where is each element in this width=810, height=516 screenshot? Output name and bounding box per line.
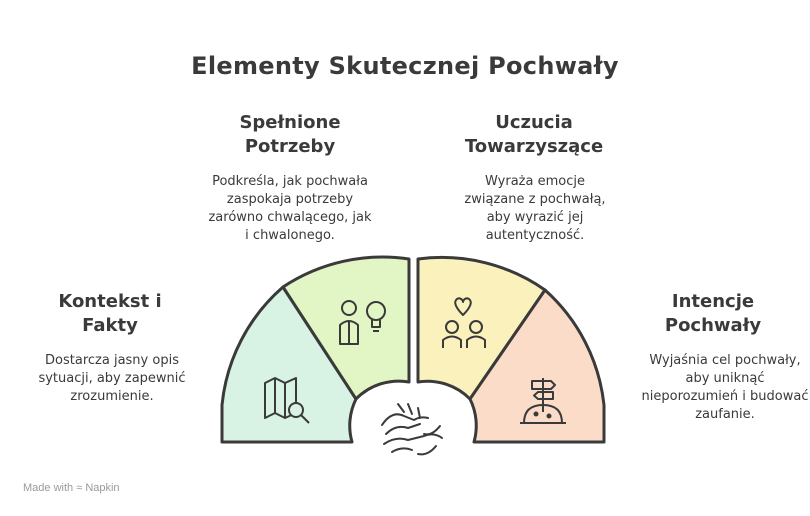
footer-made-with: Made with — [23, 482, 74, 494]
segment-intencje — [468, 288, 606, 444]
description-potrzeby: Podkreśla, jak pochwała zaspokaja potrze… — [208, 174, 372, 243]
description-uczucia: Wyraża emocje związane z pochwałą, aby w… — [464, 174, 606, 243]
heading-kontekst: Kontekst i Fakty — [58, 291, 162, 336]
person-lightbulb-icon — [339, 300, 386, 345]
handshake-icon — [381, 403, 443, 456]
footer-brand: Napkin — [85, 482, 120, 494]
signpost-icon — [520, 378, 566, 424]
couple-heart-icon — [442, 297, 486, 348]
napkin-logo-icon: ≈ — [76, 482, 83, 494]
footer-watermark: Made with ≈ Napkin — [23, 482, 120, 494]
map-search-icon — [264, 377, 310, 424]
heading-uczucia: Uczucia Towarzyszące — [464, 112, 604, 157]
diagram-title: Elementy Skutecznej Pochwały — [191, 52, 619, 80]
segment-potrzeby — [281, 255, 411, 401]
heading-intencje: Intencje Pochwały — [664, 291, 762, 336]
description-kontekst: Dostarcza jasny opis sytuacji, aby zapew… — [38, 353, 186, 404]
segment-kontekst — [220, 285, 358, 444]
description-intencje: Wyjaśnia cel pochwały, aby uniknąć niepo… — [641, 353, 809, 422]
heading-potrzeby: Spełnione Potrzeby — [239, 112, 341, 157]
